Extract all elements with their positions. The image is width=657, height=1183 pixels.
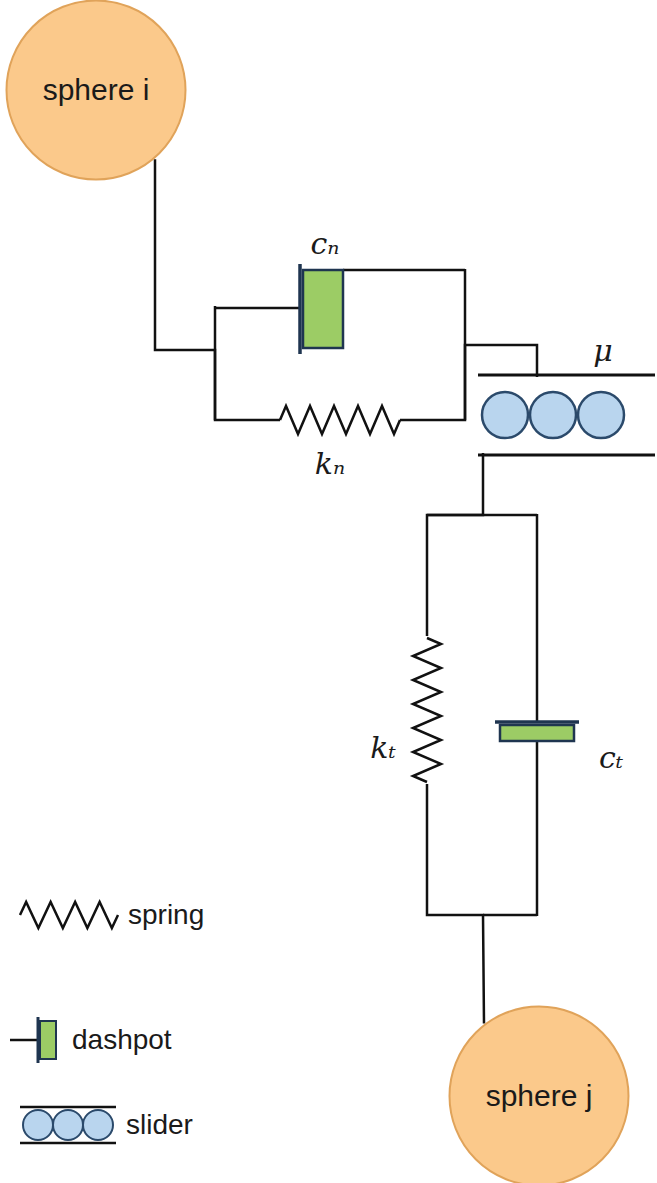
spring-ground (409, 636, 445, 784)
wire (10, 1039, 38, 1042)
slider-symbol (478, 375, 655, 455)
wire (464, 269, 467, 420)
spring-ground (280, 402, 400, 438)
legend-slider-sample (20, 1107, 116, 1143)
sphere-node: sphere i (5, 0, 187, 181)
dashpot-body (303, 270, 343, 348)
dashpot-plate (495, 720, 579, 724)
spring-symbol (280, 406, 400, 434)
sphere-label: sphere i (43, 73, 150, 107)
legend-text: spring (128, 899, 204, 931)
wires (215, 269, 537, 916)
dashpot-plate (298, 264, 302, 354)
slider-rail (478, 374, 655, 377)
slider-roller (23, 1110, 53, 1140)
dashpot-symbol (300, 264, 343, 354)
wire (536, 741, 539, 916)
slider-roller (530, 392, 576, 438)
slider-rail (20, 1106, 116, 1109)
slider-ground (478, 377, 657, 453)
parameter-label: kₜ (370, 730, 396, 765)
parameter-label: kₙ (315, 446, 345, 481)
slider-rail (20, 1142, 116, 1145)
parameter-label: μ (593, 333, 613, 368)
wire (215, 307, 300, 310)
wire (427, 514, 537, 517)
wire (343, 269, 465, 272)
parameter-label: cₜ (599, 740, 623, 775)
dashpot-body (500, 725, 574, 741)
sphere-node: sphere j (448, 1005, 630, 1183)
slider-roller (482, 392, 528, 438)
slider-rail (478, 454, 655, 457)
wire (483, 914, 537, 917)
slider-roller (53, 1110, 83, 1140)
parameter-label: cₙ (311, 226, 340, 261)
slider-roller (578, 392, 624, 438)
legend-text: slider (126, 1109, 193, 1141)
connection-wire (155, 159, 537, 1023)
dashpot-plate (37, 1017, 40, 1063)
wire (536, 514, 539, 722)
sphere-circle (450, 1007, 629, 1183)
legend-dashpot-sample (10, 1017, 56, 1063)
spring-symbol (20, 902, 118, 928)
dashpot-body (40, 1021, 56, 1059)
sphere-label: sphere j (486, 1079, 593, 1113)
spring-symbol (413, 638, 441, 782)
slider-roller (83, 1110, 113, 1140)
legend-text: dashpot (72, 1024, 172, 1056)
sphere-circle (7, 1, 186, 180)
dashpot-symbol (495, 722, 579, 741)
springs (20, 406, 441, 928)
wire (214, 306, 217, 420)
